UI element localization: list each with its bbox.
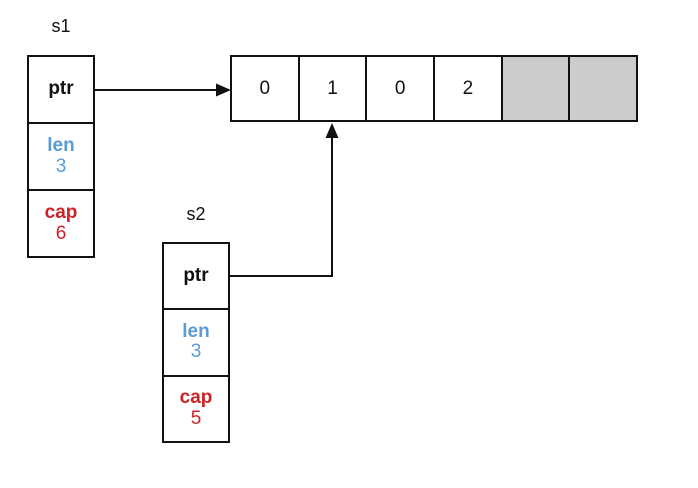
s1-len-cell: len 3	[29, 122, 93, 189]
s2-len-value: 3	[190, 341, 202, 363]
s2-cap-label: cap	[179, 387, 213, 409]
s1-struct: ptr len 3 cap 6	[27, 55, 95, 258]
s1-label: s1	[51, 16, 71, 36]
s2-cap-value: 5	[190, 407, 202, 429]
array-cell-5	[568, 57, 637, 120]
s1-cap-cell: cap 6	[29, 189, 93, 256]
array-cell-0: 0	[232, 57, 298, 120]
s2-ptr-arrowhead-icon	[325, 123, 339, 138]
s2-len-cell: len 3	[164, 308, 228, 374]
s2-ptr-label: ptr	[183, 264, 209, 286]
s1-cap-value: 6	[55, 222, 67, 244]
array-cell-4	[500, 57, 569, 120]
s2-ptr-cell: ptr	[164, 244, 228, 308]
array-cell-2: 0	[365, 57, 434, 120]
backing-array: 0 1 0 2	[230, 55, 638, 122]
s1-len-value: 3	[55, 155, 67, 177]
s2-label: s2	[186, 204, 206, 224]
s1-len-label: len	[47, 134, 75, 156]
s1-cap-label: cap	[44, 201, 78, 223]
array-cell-3: 2	[433, 57, 501, 120]
s2-ptr-arrow-line	[229, 137, 333, 277]
s1-ptr-label: ptr	[48, 78, 74, 100]
s1-ptr-arrowhead-icon	[216, 83, 231, 97]
array-cell-1: 1	[297, 57, 366, 120]
s2-struct: ptr len 3 cap 5	[162, 242, 230, 443]
s1-ptr-cell: ptr	[29, 57, 93, 122]
s2-len-label: len	[182, 320, 210, 342]
s2-cap-cell: cap 5	[164, 374, 228, 441]
